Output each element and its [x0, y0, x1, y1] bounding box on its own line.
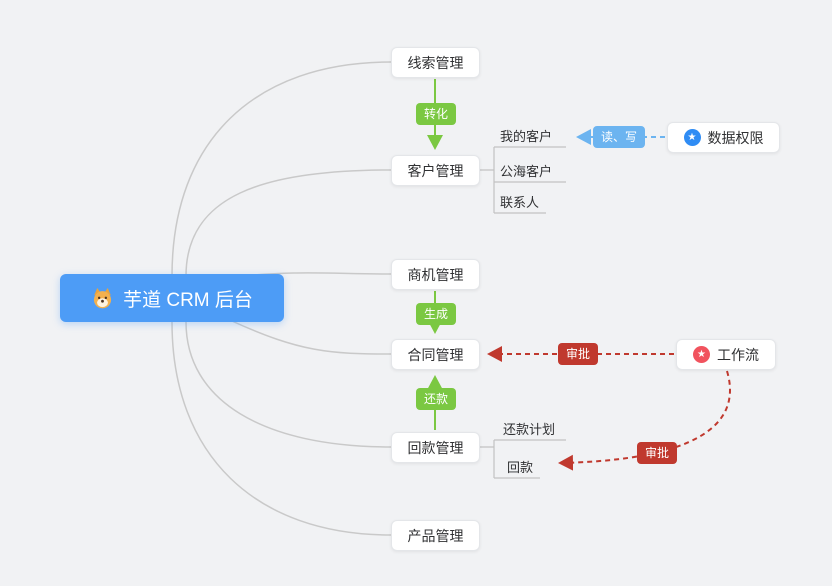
edge-label-read-write-text: 读、写 [601, 130, 638, 144]
edge-label-approve-contract[interactable]: 审批 [558, 343, 599, 365]
node-leads[interactable]: 线索管理 [391, 47, 480, 78]
node-receivables-label: 回款管理 [407, 439, 464, 456]
node-opportunities[interactable]: 商机管理 [391, 259, 480, 290]
branch-leads [171, 61, 392, 277]
node-products-label: 产品管理 [407, 527, 464, 544]
edge-label-approve-contract-text: 审批 [566, 347, 591, 361]
node-opportunities-label: 商机管理 [407, 266, 464, 283]
edge-label-convert-text: 转化 [424, 107, 449, 121]
edge-label-repay-text: 还款 [424, 392, 449, 406]
node-leads-label: 线索管理 [407, 54, 464, 71]
node-contracts[interactable]: 合同管理 [391, 339, 480, 370]
branch-receivables [185, 321, 392, 448]
node-workflow[interactable]: ★ 工作流 [676, 339, 776, 370]
subnode-public-customers[interactable]: 公海客户 [500, 161, 552, 180]
branch-products [171, 321, 392, 536]
subnode-repayment-label: 回款 [507, 460, 534, 475]
subnode-contacts-label: 联系人 [500, 195, 540, 210]
edge-label-repay[interactable]: 还款 [416, 388, 457, 410]
root-node-label: 芋道 CRM 后台 [123, 289, 253, 311]
edge-label-generate[interactable]: 生成 [416, 303, 457, 325]
arrow-approve-repayment [558, 370, 731, 471]
edge-label-read-write[interactable]: 读、写 [593, 126, 646, 148]
subnode-my-customers[interactable]: 我的客户 [500, 126, 552, 145]
dog-icon [91, 287, 114, 310]
node-workflow-label: 工作流 [717, 346, 759, 363]
edge-label-approve-repayment-text: 审批 [645, 446, 670, 460]
node-data-permission[interactable]: ★ 数据权限 [667, 122, 780, 153]
edge-label-convert[interactable]: 转化 [416, 103, 457, 125]
star-icon: ★ [683, 129, 701, 146]
node-data-permission-label: 数据权限 [707, 129, 764, 146]
branch-contracts [231, 320, 392, 355]
branch-customers [185, 169, 392, 277]
node-customers-label: 客户管理 [407, 162, 464, 179]
subnode-repayment-plan-label: 还款计划 [503, 422, 556, 437]
node-products[interactable]: 产品管理 [391, 520, 480, 551]
edge-label-approve-repayment[interactable]: 审批 [637, 442, 678, 464]
node-customers[interactable]: 客户管理 [391, 155, 480, 186]
receivables-children-connector [480, 439, 566, 479]
subnode-public-customers-label: 公海客户 [500, 164, 553, 179]
edge-label-generate-text: 生成 [424, 307, 449, 321]
subnode-repayment[interactable]: 回款 [507, 457, 533, 476]
node-contracts-label: 合同管理 [407, 346, 464, 363]
subnode-repayment-plan[interactable]: 还款计划 [503, 419, 555, 438]
star-icon: ★ [693, 346, 710, 363]
root-node-crm-backend[interactable]: 芋道 CRM 后台 [60, 274, 284, 322]
subnode-contacts[interactable]: 联系人 [500, 192, 539, 211]
node-receivables[interactable]: 回款管理 [391, 432, 480, 463]
customers-children-connector [480, 146, 566, 214]
subnode-my-customers-label: 我的客户 [500, 129, 553, 144]
